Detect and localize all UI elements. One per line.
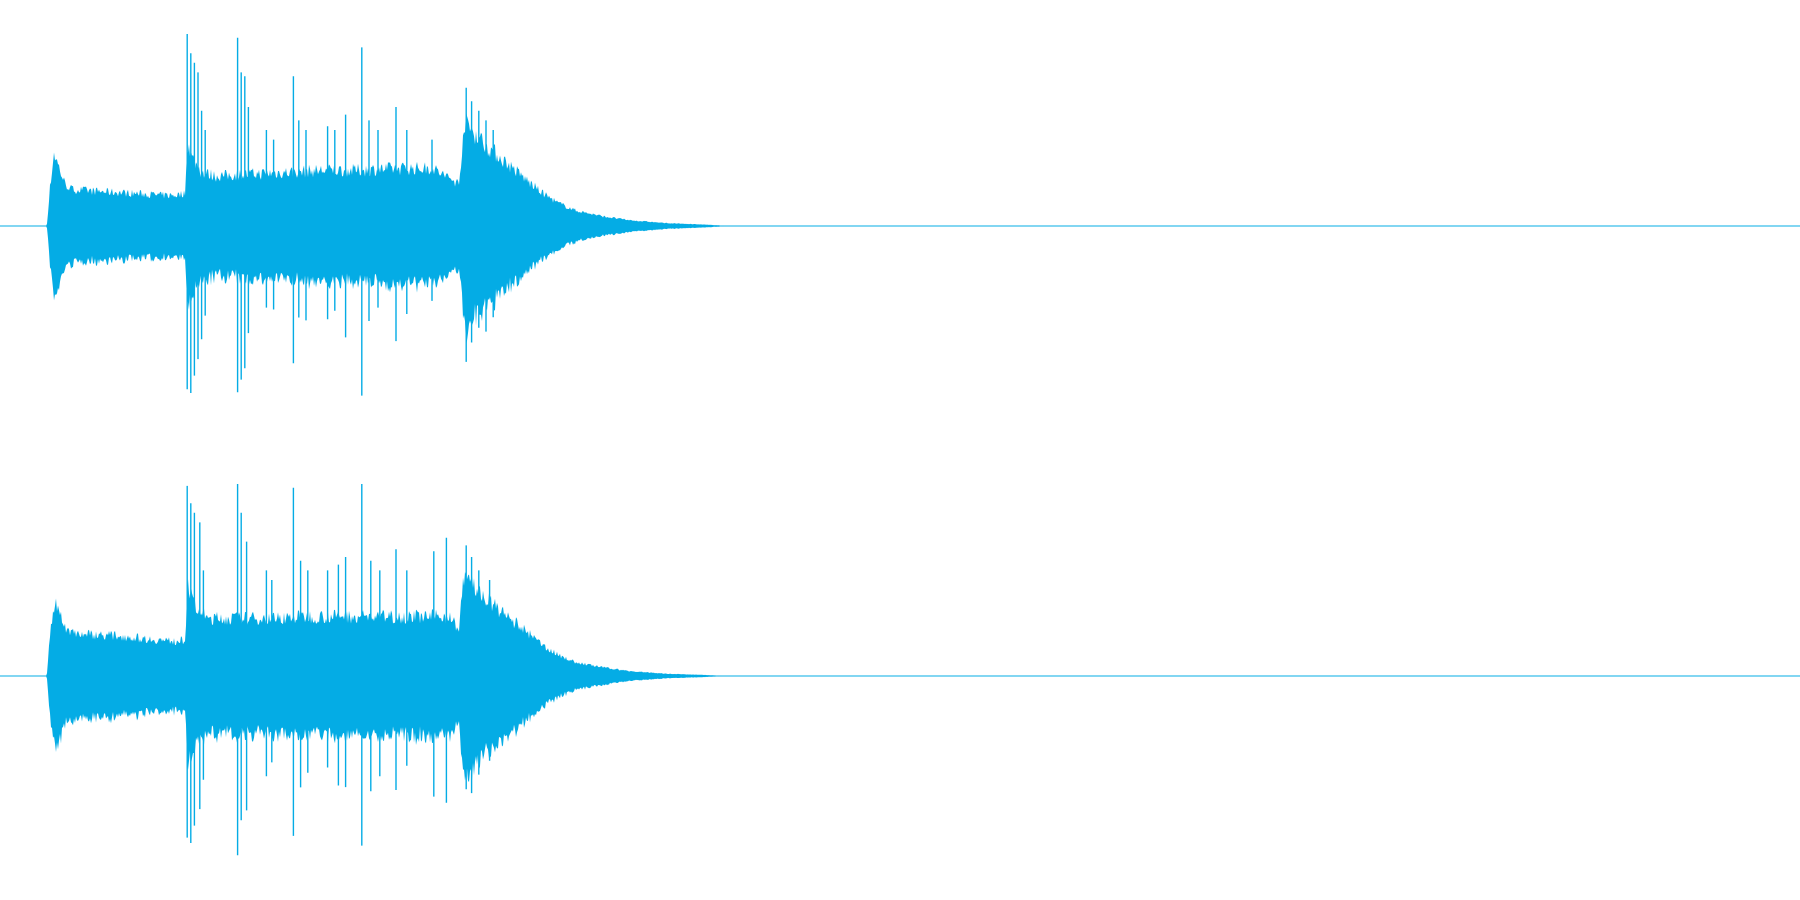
channel-1-waveform (0, 110, 1800, 346)
channel-1-transients (186, 34, 494, 396)
channel-2-waveform (0, 572, 1800, 783)
channel-1-track (0, 34, 1800, 396)
channel-2-track (0, 484, 1800, 856)
channel-2-transients (186, 484, 491, 856)
